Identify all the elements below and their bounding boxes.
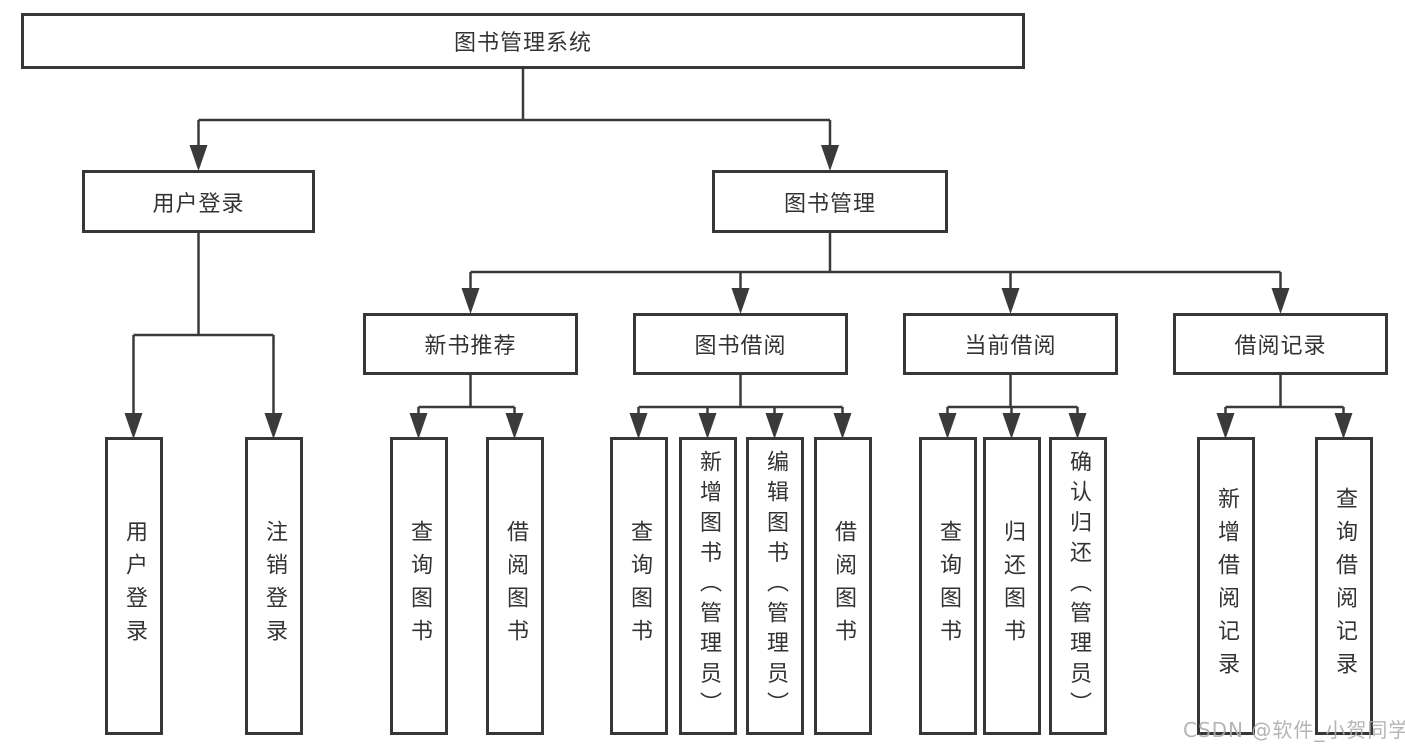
arrowheads-leaves: [409, 413, 1353, 439]
leaf-logout-label: 注销登录: [262, 520, 287, 652]
connector-bookmgmt-to-level2: [469, 233, 1282, 293]
node-new-book-recommend: 新书推荐: [363, 313, 578, 375]
node-book-management: 图书管理: [712, 170, 948, 233]
node-borrowing-records-label: 借阅记录: [1234, 334, 1327, 359]
leaf-add-borrow-record-label: 新增借阅记录: [1214, 487, 1239, 685]
leaf-user-login: 用户登录: [105, 437, 163, 735]
node-book-borrowing: 图书借阅: [633, 313, 848, 375]
leaf-borrow-books-recommend-label: 借阅图书: [503, 520, 528, 652]
connector-recommend-to-leaves: [417, 375, 516, 418]
connector-borrow-to-leaves: [637, 375, 844, 418]
connector-root-to-level1: [197, 68, 832, 150]
leaf-return-books: 归还图书: [983, 437, 1041, 735]
node-user-login-label: 用户登录: [152, 191, 245, 217]
leaf-query-borrow-record: 查询借阅记录: [1315, 437, 1373, 735]
leaf-edit-books-admin: 编辑图书（管理员）: [746, 437, 804, 735]
leaf-query-borrow-record-label: 查询借阅记录: [1332, 487, 1357, 685]
connector-records-to-leaves: [1224, 375, 1345, 418]
leaf-query-books-borrowing-label: 查询图书: [627, 520, 652, 652]
leaf-edit-books-admin-label: 编辑图书（管理员）: [763, 450, 788, 722]
connector-userlogin-to-leaves: [132, 233, 275, 418]
leaf-user-login-label: 用户登录: [122, 520, 147, 652]
leaf-query-books-current-label: 查询图书: [936, 520, 961, 652]
leaf-borrow-books: 借阅图书: [814, 437, 872, 735]
leaf-query-books-borrowing: 查询图书: [610, 437, 668, 735]
arrowheads-level1: [189, 145, 839, 171]
leaf-add-borrow-record: 新增借阅记录: [1197, 437, 1255, 735]
node-root-system: 图书管理系统: [21, 13, 1025, 69]
leaf-query-books-recommend: 查询图书: [390, 437, 448, 735]
node-user-login: 用户登录: [82, 170, 315, 233]
node-current-borrowing: 当前借阅: [903, 313, 1118, 375]
node-current-borrowing-label: 当前借阅: [964, 334, 1057, 359]
arrowheads-level2: [461, 288, 1290, 314]
node-borrowing-records: 借阅记录: [1173, 313, 1388, 375]
leaf-confirm-return-admin: 确认归还（管理员）: [1049, 437, 1107, 735]
leaf-add-books-admin-label: 新增图书（管理员）: [696, 450, 721, 722]
connector-current-to-leaves: [946, 375, 1079, 418]
leaf-query-books-current: 查询图书: [919, 437, 977, 735]
leaf-borrow-books-label: 借阅图书: [831, 520, 856, 652]
leaf-confirm-return-admin-label: 确认归还（管理员）: [1066, 450, 1091, 722]
leaf-query-books-recommend-label: 查询图书: [407, 520, 432, 652]
leaf-borrow-books-recommend: 借阅图书: [486, 437, 544, 735]
node-root-label: 图书管理系统: [453, 31, 592, 56]
node-book-borrowing-label: 图书借阅: [694, 334, 787, 359]
leaf-logout: 注销登录: [245, 437, 303, 735]
leaf-add-books-admin: 新增图书（管理员）: [679, 437, 737, 735]
node-new-book-recommend-label: 新书推荐: [424, 334, 517, 359]
arrowheads-userlogin: [124, 413, 283, 439]
leaf-return-books-label: 归还图书: [1000, 520, 1025, 652]
node-book-management-label: 图书管理: [783, 191, 876, 217]
csdn-watermark: CSDN @软件_小贺同学: [1183, 718, 1405, 742]
